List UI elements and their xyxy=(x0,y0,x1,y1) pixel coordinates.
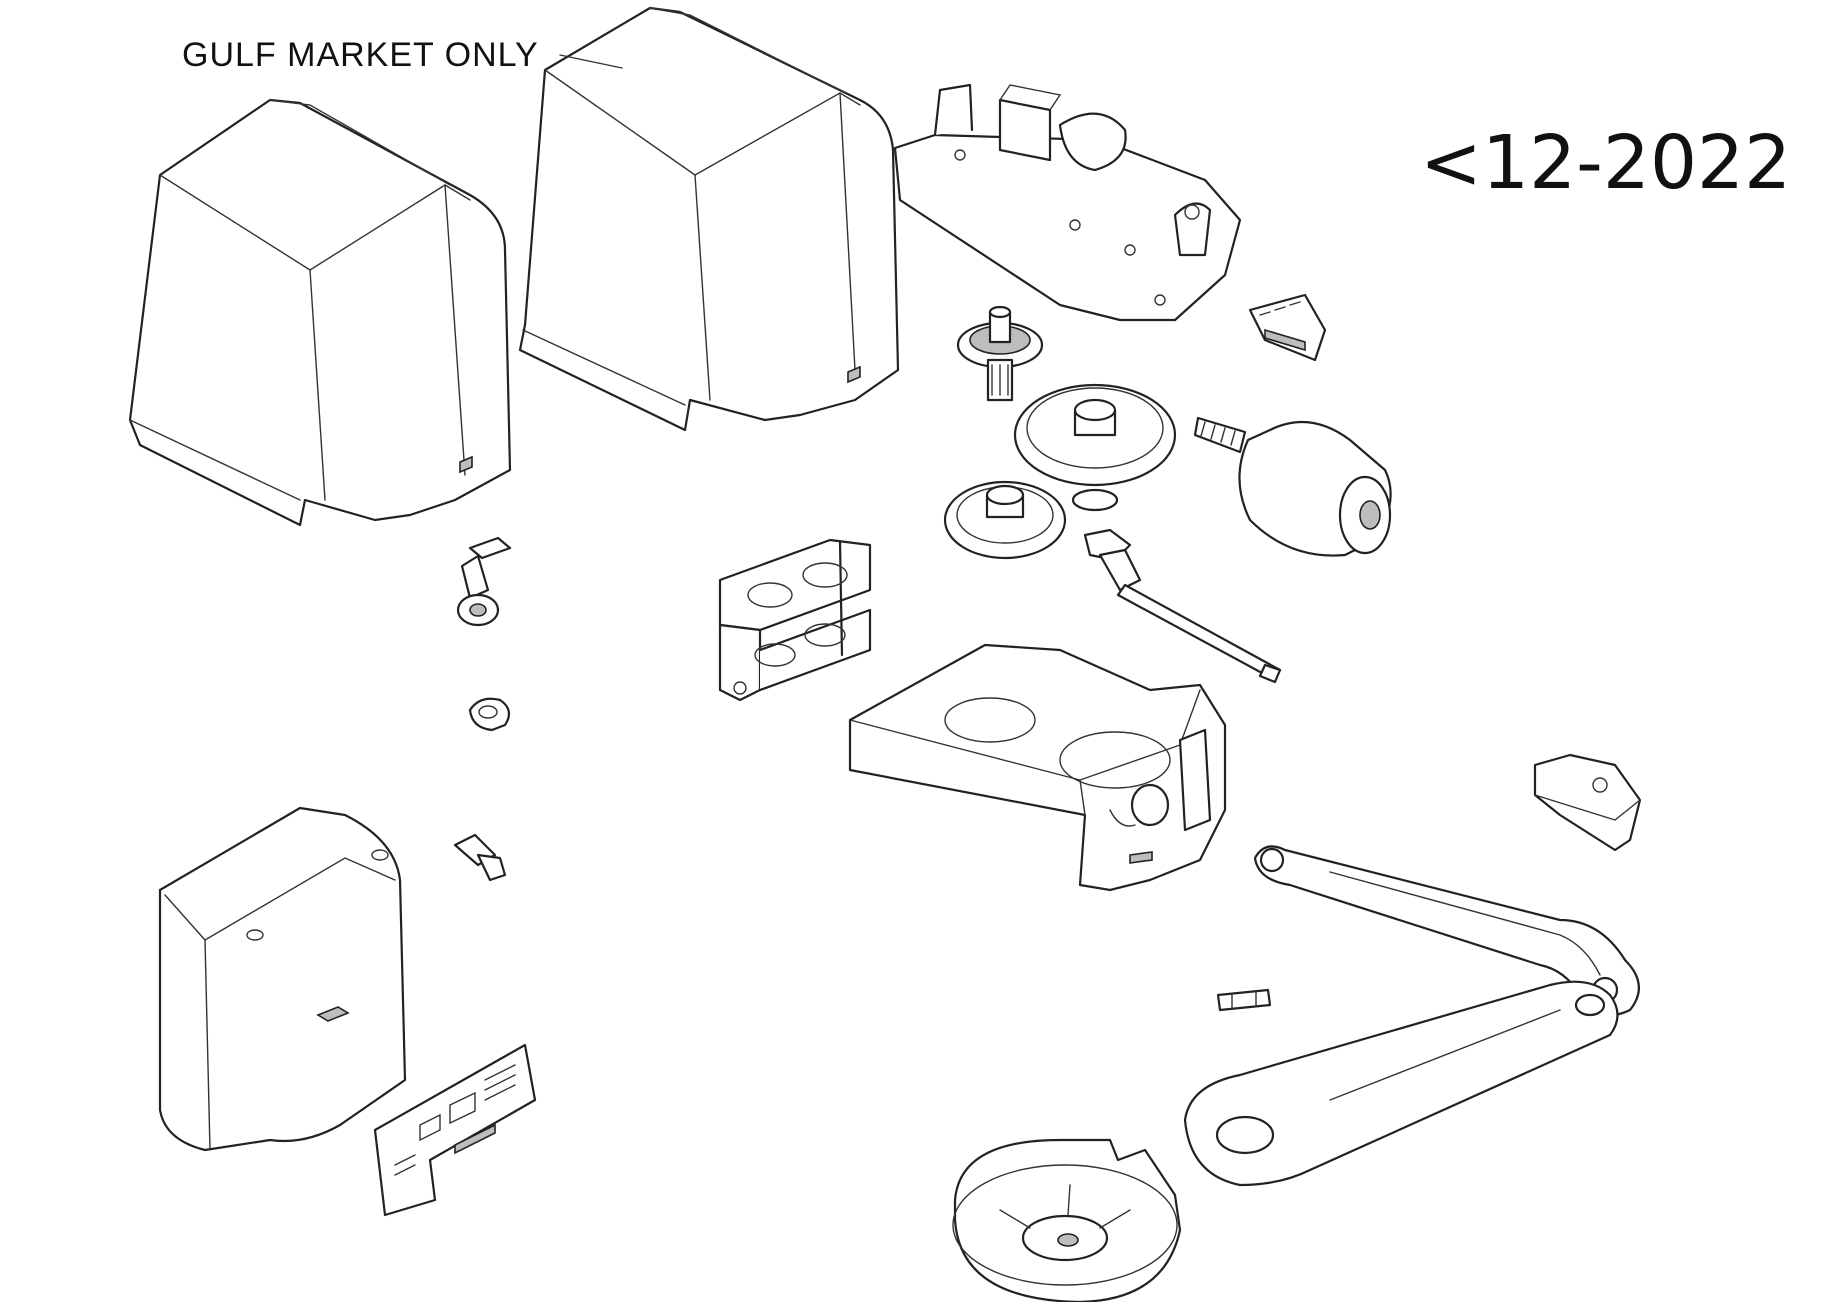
arm-stop-bracket[interactable] xyxy=(1533,753,1642,852)
release-key[interactable] xyxy=(453,833,507,882)
control-box[interactable] xyxy=(158,806,407,1152)
base-cover-disc[interactable] xyxy=(952,1138,1182,1302)
version-label: <12-2022 xyxy=(1420,120,1792,206)
cover-right-gulf[interactable] xyxy=(518,6,900,432)
base-plate[interactable] xyxy=(893,83,1242,322)
release-shaft[interactable] xyxy=(1083,528,1282,684)
gearbox-housing[interactable] xyxy=(848,643,1227,892)
straight-arm[interactable] xyxy=(1183,980,1619,1187)
pinion-gear[interactable] xyxy=(956,305,1044,402)
circuit-board[interactable] xyxy=(373,1043,537,1217)
secondary-gear[interactable] xyxy=(943,480,1067,560)
motor[interactable] xyxy=(1193,416,1392,557)
main-gear-large[interactable] xyxy=(1013,383,1177,512)
fuse-pin[interactable] xyxy=(1216,988,1272,1012)
lock-cap[interactable] xyxy=(468,697,511,732)
release-lever[interactable] xyxy=(456,536,512,627)
cover-left[interactable] xyxy=(128,98,512,527)
gulf-market-callout: GULF MARKET ONLY xyxy=(182,36,539,74)
motor-bracket[interactable] xyxy=(718,538,872,702)
terminal-block[interactable] xyxy=(1248,293,1327,362)
